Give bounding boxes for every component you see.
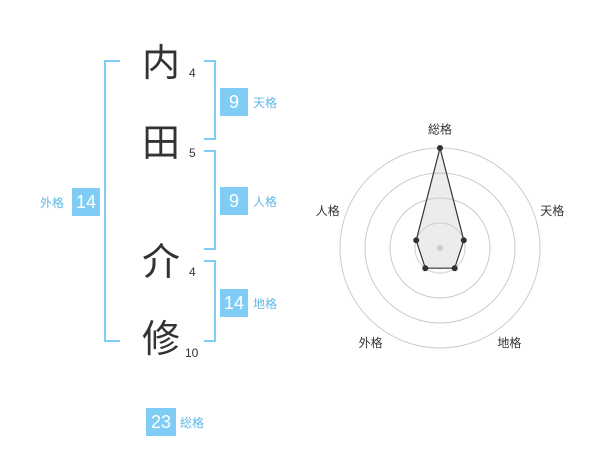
radar-data-point-4 xyxy=(422,265,429,272)
chikaku-value-badge: 14 xyxy=(220,289,248,317)
radar-data-point-3 xyxy=(451,265,458,272)
radar-axis-label-4: 外格 xyxy=(359,335,383,350)
chikaku-bracket xyxy=(204,260,216,342)
jinkaku-value-badge: 9 xyxy=(220,187,248,215)
tenkaku-label: 天格 xyxy=(253,96,278,110)
stroke-count-3: 4 xyxy=(189,265,196,279)
gaikaku-value-badge: 14 xyxy=(72,188,100,216)
radar-grid-ring xyxy=(364,172,516,324)
chikaku-label: 地格 xyxy=(253,297,278,311)
radar-axis-label-1: 総格 xyxy=(428,122,452,137)
tenkaku-value-badge: 9 xyxy=(220,88,248,116)
name-char-1: 内 xyxy=(142,41,181,85)
radar-data-point-5 xyxy=(413,237,420,244)
radar-axis-label-5: 人格 xyxy=(316,203,340,218)
gaikaku-label: 外格 xyxy=(40,196,65,210)
stroke-count-2: 5 xyxy=(189,146,196,160)
stroke-count-1: 4 xyxy=(189,66,196,80)
gaikaku-bracket xyxy=(104,60,120,342)
radar-axis-label-2: 天格 xyxy=(540,203,564,218)
tenkaku-bracket xyxy=(204,60,216,140)
radar-center-dot xyxy=(437,245,443,251)
jinkaku-label: 人格 xyxy=(253,195,278,209)
radar-grid-ring xyxy=(389,197,491,299)
stroke-count-4: 10 xyxy=(185,346,199,360)
radar-grid-ring xyxy=(414,222,466,274)
radar-data-point-2 xyxy=(460,237,467,244)
jinkaku-bracket xyxy=(204,150,216,250)
radar-axis-label-3: 地格 xyxy=(497,335,521,350)
soukaku-value-badge: 23 xyxy=(146,408,176,436)
radar-data-polygon xyxy=(415,147,465,269)
name-char-3: 介 xyxy=(142,240,181,284)
name-char-2: 田 xyxy=(142,121,181,165)
name-char-4: 修 xyxy=(142,317,181,361)
radar-data-point-1 xyxy=(437,145,443,151)
soukaku-label: 総格 xyxy=(180,416,205,430)
